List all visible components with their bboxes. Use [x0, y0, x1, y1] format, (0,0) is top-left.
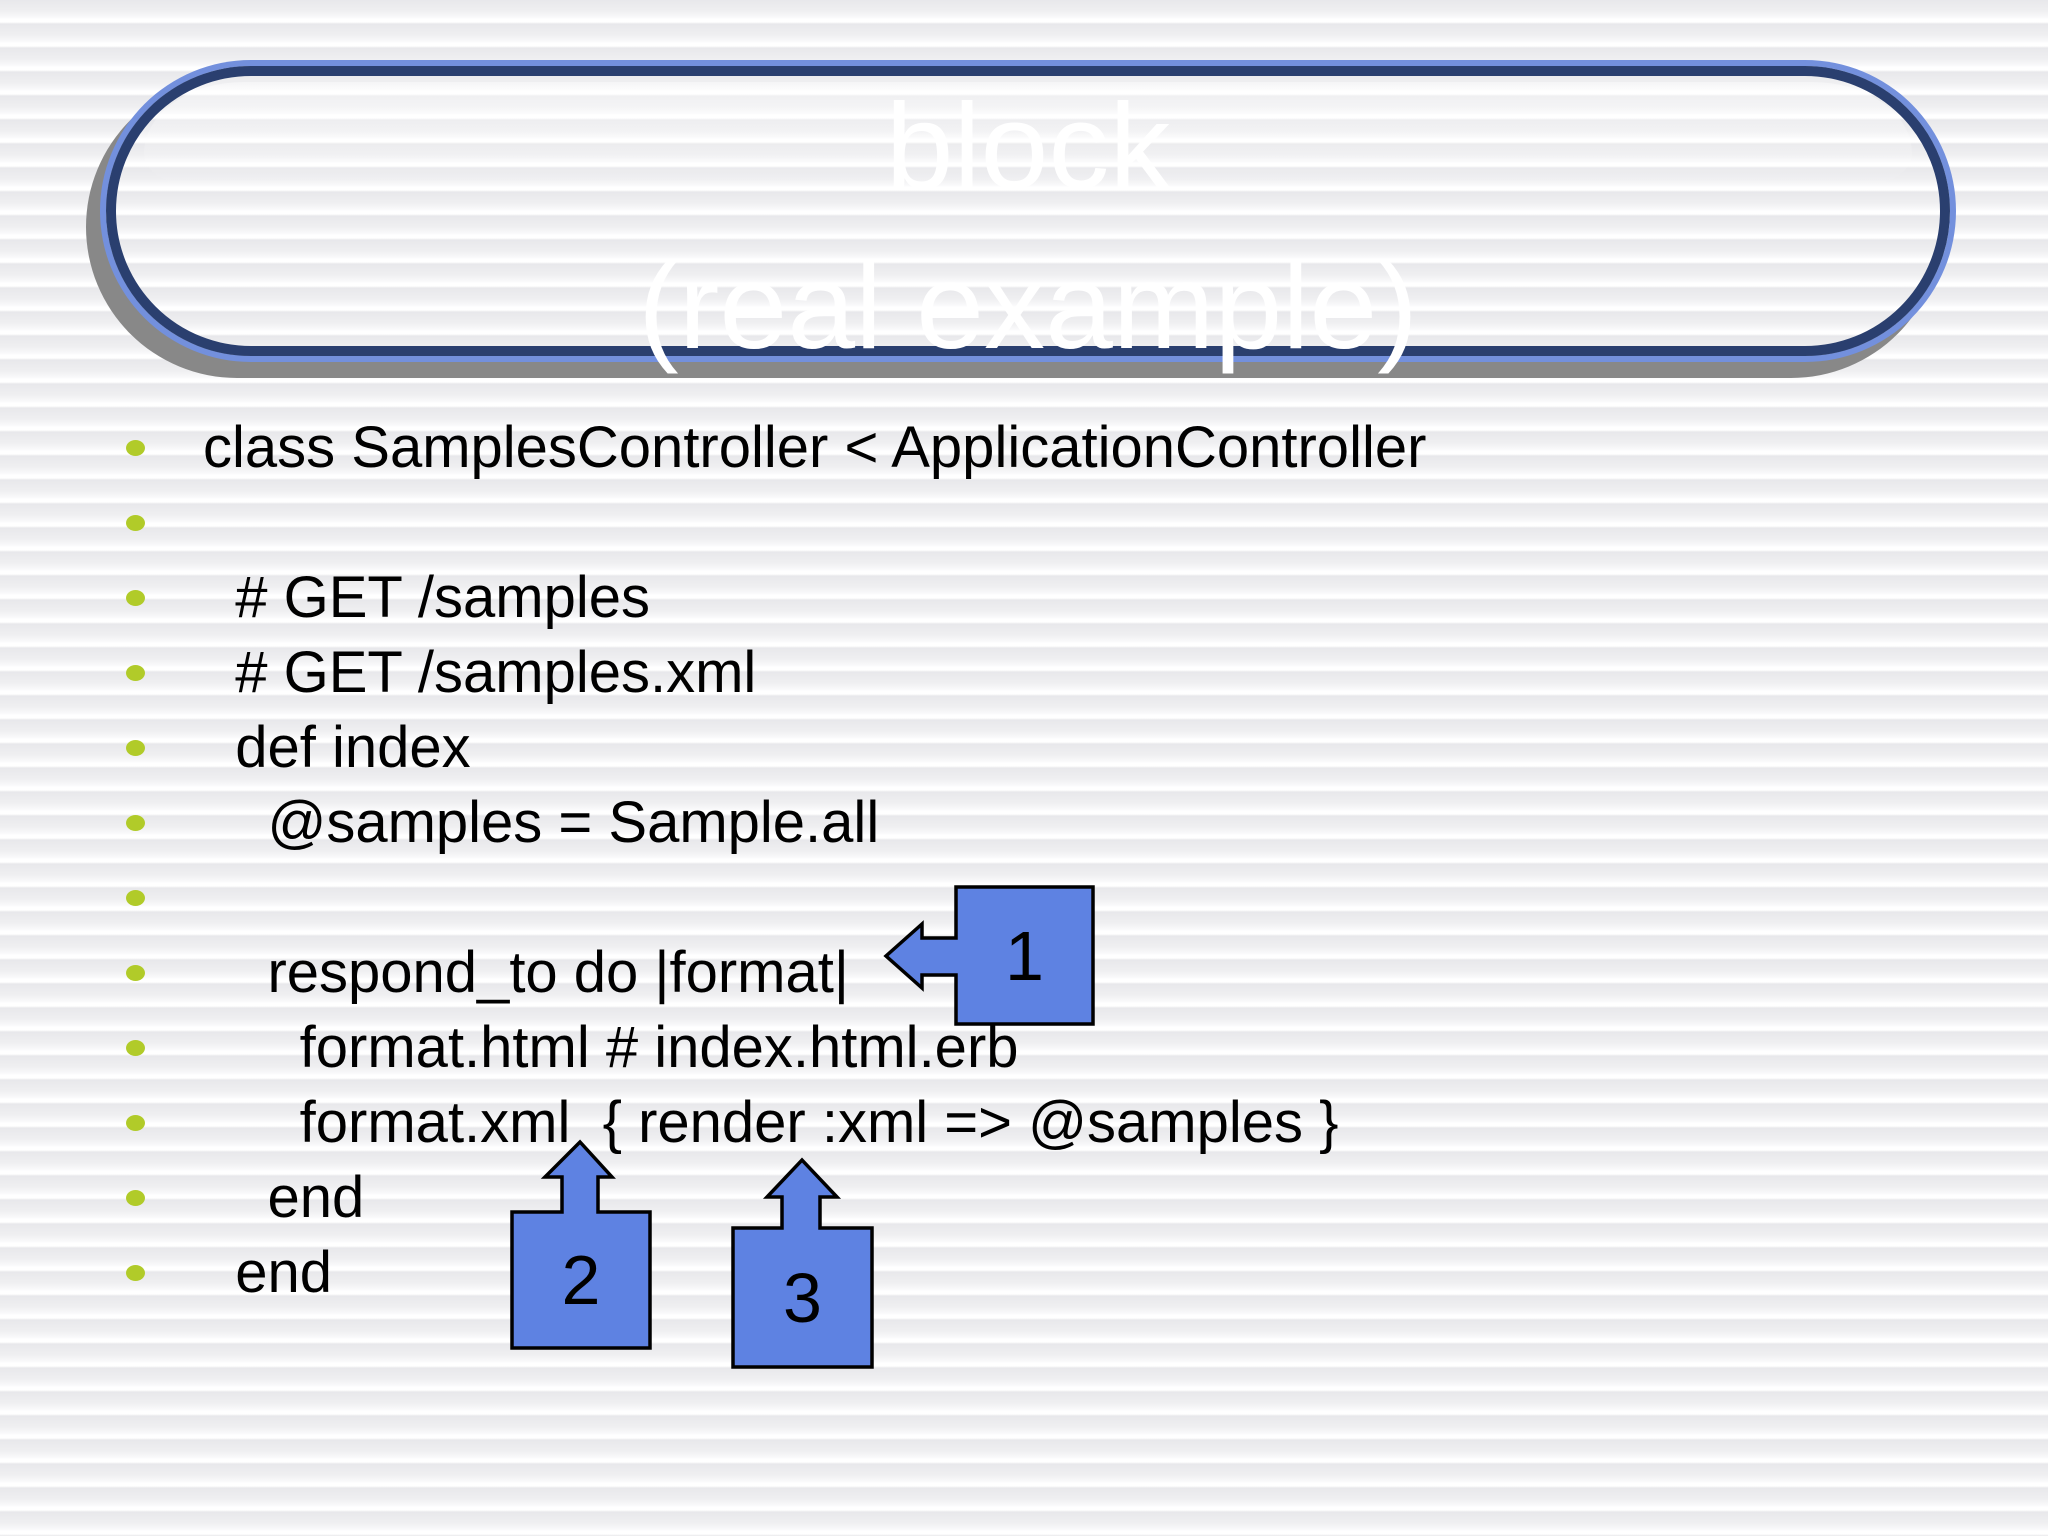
- code-line: class SamplesController < ApplicationCon…: [0, 410, 2048, 485]
- code-line: # GET /samples.xml: [0, 635, 2048, 710]
- block-arrow-up-icon: [731, 1157, 874, 1369]
- code-line: end: [0, 1235, 2048, 1310]
- code-line: format.xml { render :xml => @samples }: [0, 1085, 2048, 1160]
- code-line: def index: [0, 710, 2048, 785]
- code-text: format.xml { render :xml => @samples }: [203, 1090, 1339, 1155]
- callout-2: 2: [500, 1130, 670, 1360]
- bullet-icon: [126, 1189, 145, 1206]
- bullet-icon: [126, 739, 145, 756]
- callout-3: 3: [720, 1140, 890, 1380]
- code-text: @samples = Sample.all: [203, 790, 880, 855]
- code-line: end: [0, 1160, 2048, 1235]
- callout-1-label: 1: [1005, 916, 1044, 995]
- bullet-icon: [126, 964, 145, 981]
- code-line: respond_to do |format|: [0, 935, 2048, 1010]
- slide-title-line1: block: [885, 78, 1171, 214]
- code-text: def index: [203, 715, 471, 780]
- code-line: # GET /samples: [0, 560, 2048, 635]
- bullet-icon: [126, 814, 145, 831]
- bullet-icon: [126, 514, 145, 531]
- code-line: format.html # index.html.erb: [0, 1010, 2048, 1085]
- callout-2-label: 2: [561, 1241, 601, 1319]
- bullet-icon: [126, 889, 145, 906]
- callout-3-label: 3: [783, 1258, 822, 1337]
- code-list: class SamplesController < ApplicationCon…: [0, 410, 2048, 1310]
- block-arrow-left-icon: [883, 885, 1095, 1026]
- callout-1: 1: [880, 880, 1100, 1030]
- code-text: # GET /samples.xml: [203, 640, 757, 705]
- code-text: end: [203, 1165, 365, 1230]
- code-line: [0, 485, 2048, 560]
- bullet-icon: [126, 1039, 145, 1056]
- code-text: end: [203, 1240, 332, 1305]
- code-text: class SamplesController < ApplicationCon…: [203, 415, 1427, 480]
- slide-title-line2: (real example): [638, 238, 1418, 374]
- code-line: [0, 860, 2048, 935]
- title-banner: block (real example): [106, 66, 1950, 374]
- code-text: # GET /samples: [203, 565, 650, 630]
- bullet-icon: [126, 1114, 145, 1131]
- bullet-icon: [126, 589, 145, 606]
- code-text: format.html # index.html.erb: [203, 1015, 1019, 1080]
- bullet-icon: [126, 1264, 145, 1281]
- bullet-icon: [126, 664, 145, 681]
- code-line: @samples = Sample.all: [0, 785, 2048, 860]
- code-text: respond_to do |format|: [203, 940, 849, 1005]
- block-arrow-up-icon: [510, 1139, 652, 1350]
- bullet-icon: [126, 439, 145, 456]
